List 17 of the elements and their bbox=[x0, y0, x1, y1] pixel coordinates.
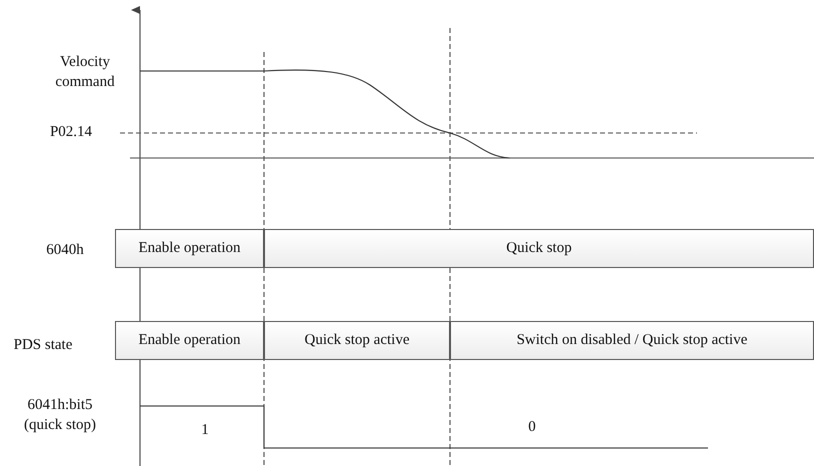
state-box bbox=[450, 321, 814, 360]
state-label: Quick stop bbox=[506, 240, 572, 257]
state-box bbox=[115, 321, 264, 360]
state-box bbox=[115, 229, 264, 268]
state-label: Enable operation bbox=[138, 240, 241, 257]
state-box bbox=[264, 229, 814, 268]
state-label: Quick stop active bbox=[304, 332, 410, 349]
signal-name: Velocity command bbox=[55, 53, 115, 92]
signal-name: 6040h bbox=[45, 241, 85, 260]
state-label: Enable operation bbox=[138, 332, 241, 349]
state-label: Switch on disabled / Quick stop active bbox=[516, 332, 748, 349]
threshold-label: P02.14 bbox=[48, 123, 94, 142]
state-box bbox=[264, 321, 450, 360]
signal-name: 6041h:bit5 (quick stop) bbox=[22, 396, 98, 435]
signal-name: PDS state bbox=[12, 336, 74, 355]
bit-value: 0 bbox=[527, 418, 537, 437]
bit-value: 1 bbox=[200, 421, 210, 440]
